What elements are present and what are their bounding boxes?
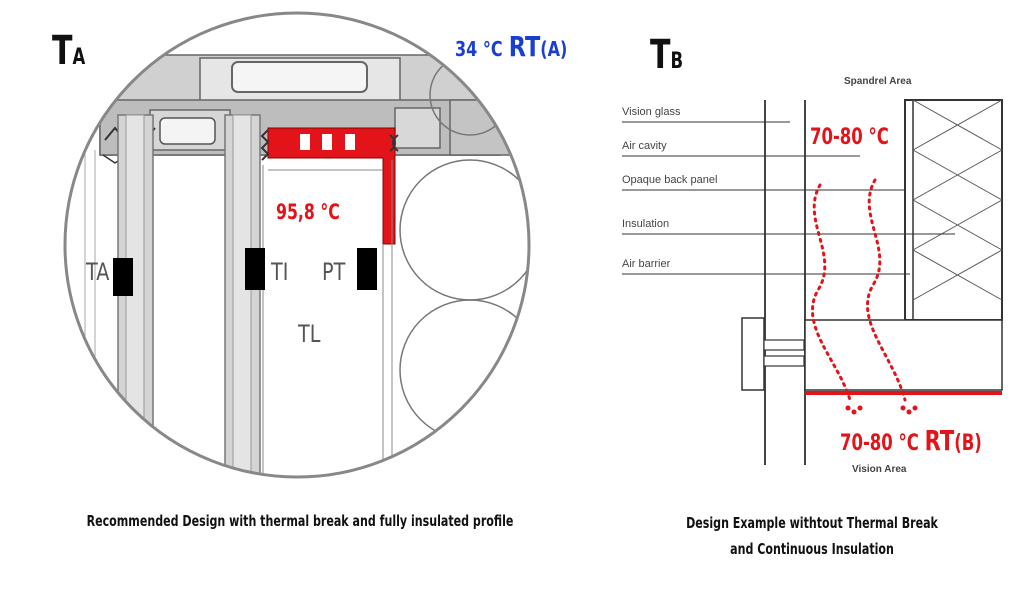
sensor-label-ti: TI — [271, 258, 289, 286]
right-panel-title: TB — [650, 32, 683, 78]
window-profile-detail-drawing — [63, 11, 531, 479]
layer-label-air-barrier: Air barrier — [622, 258, 671, 270]
sensor-label-ta: TA — [86, 258, 110, 286]
right-caption-line2: and Continuous Insulation — [730, 540, 894, 558]
left-rt-indicator: 34 °C RT(A) — [455, 30, 567, 63]
layer-label-air-cavity: Air cavity — [622, 140, 667, 152]
left-rt-temp: 34 °C — [455, 37, 503, 61]
right-rt-indicator: 70-80 °C RT(B) — [840, 424, 982, 457]
spandrel-area-label: Spandrel Area — [844, 76, 912, 87]
left-title-main: T — [52, 28, 73, 74]
left-rt-label: RT — [508, 30, 541, 63]
sensor-label-pt: PT — [322, 258, 346, 286]
right-title-main: T — [650, 32, 671, 78]
right-caption-line1: Design Example withtout Thermal Break — [686, 514, 938, 532]
right-bottom-temp: 70-80 °C — [840, 431, 919, 456]
sensor-label-tl: TL — [298, 320, 321, 348]
left-caption: Recommended Design with thermal break an… — [86, 512, 514, 530]
vision-area-label: Vision Area — [852, 464, 907, 475]
right-section-panel: TB Spandrel Area Vision glass Air cavity… — [600, 0, 1024, 597]
right-rt-label: RT — [924, 424, 955, 457]
spandrel-section-drawing — [622, 99, 1003, 465]
right-rt-sub: (B) — [954, 431, 982, 456]
right-title-sub: B — [670, 49, 684, 74]
left-detail-panel: TA 34 °C RT(A) 95,8 °C TA TI PT TL Recom… — [52, 11, 567, 530]
layer-label-opaque-back-panel: Opaque back panel — [622, 174, 718, 186]
layer-label-vision-glass: Vision glass — [622, 106, 681, 118]
left-title-sub: A — [72, 45, 86, 70]
left-inner-temp: 95,8 °C — [276, 200, 340, 224]
left-panel-title: TA — [52, 28, 85, 74]
right-top-temp: 70-80 °C — [810, 125, 889, 150]
layer-label-insulation: Insulation — [622, 218, 670, 230]
left-rt-sub: (A) — [540, 37, 568, 61]
